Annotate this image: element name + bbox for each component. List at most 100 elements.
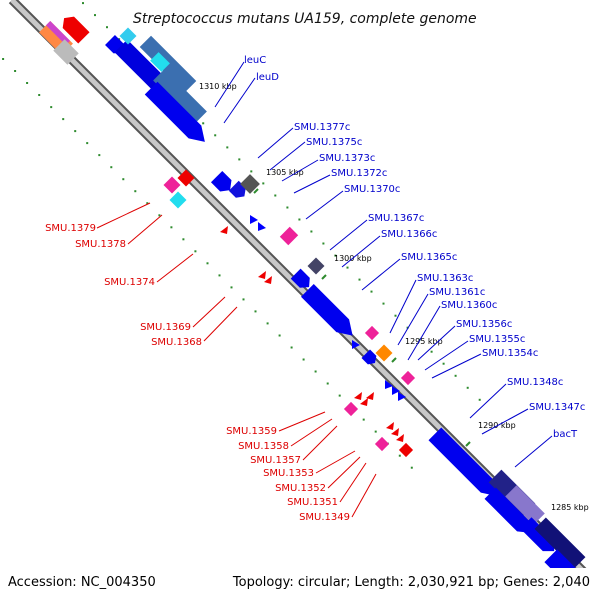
tick-dot — [110, 166, 113, 169]
gene-label-smu-1365c[interactable]: SMU.1365c — [401, 252, 457, 263]
gene-arrow[interactable] — [361, 349, 380, 368]
gene-arrow[interactable] — [520, 517, 560, 557]
gene-arrow[interactable] — [45, 20, 71, 46]
gene-arrow[interactable] — [290, 268, 314, 292]
gene-label-smu-1354c[interactable]: SMU.1354c — [482, 348, 538, 359]
scale-label-1310: 1310 kbp — [199, 82, 237, 91]
gene-label-bacT[interactable]: bacT — [553, 429, 578, 440]
tick-dot — [262, 182, 265, 185]
gene-arrow[interactable] — [258, 271, 266, 279]
gene-label-smu-1368[interactable]: SMU.1368 — [151, 337, 202, 348]
gene-arrow[interactable] — [250, 215, 258, 224]
gene-arrow[interactable] — [391, 428, 399, 436]
reverse-labels: SMU.1379 SMU.1378 SMU.1374 SMU.1369 SMU.… — [45, 223, 350, 523]
forward-labels: leuC leuD SMU.1377c SMU.1375c SMU.1373c … — [244, 55, 585, 440]
tick-dot — [238, 158, 241, 161]
gene-label-smu-1355c[interactable]: SMU.1355c — [469, 334, 525, 345]
tick-dot — [106, 26, 108, 29]
gene-label-smu-1369[interactable]: SMU.1369 — [140, 322, 191, 333]
gene-arrow[interactable] — [343, 401, 359, 417]
gene-label-leuC[interactable]: leuC — [244, 55, 266, 66]
gene-arrow[interactable] — [396, 434, 404, 442]
gene-label-smu-1363c[interactable]: SMU.1363c — [417, 273, 473, 284]
gene-arrow[interactable] — [386, 422, 394, 430]
gene-arrow[interactable] — [307, 257, 325, 275]
gene-arrow[interactable] — [354, 392, 362, 400]
gene-label-smu-1349[interactable]: SMU.1349 — [299, 512, 350, 523]
gene-arrow[interactable] — [119, 27, 137, 45]
gene-arrow[interactable] — [364, 325, 380, 341]
tick-dot — [250, 170, 253, 173]
gene-arrow[interactable] — [392, 386, 400, 395]
gene-arrow[interactable] — [428, 427, 504, 503]
gene-label-smu-1372c[interactable]: SMU.1372c — [331, 168, 387, 179]
tick-dot — [158, 214, 161, 217]
tick-dot — [430, 350, 433, 353]
gene-label-smu-1353[interactable]: SMU.1353 — [263, 468, 314, 479]
tick-dot — [454, 374, 457, 377]
gene-label-smu-1377c[interactable]: SMU.1377c — [294, 122, 350, 133]
gene-label-smu-1359[interactable]: SMU.1359 — [226, 426, 277, 437]
gene-arrow[interactable] — [210, 170, 236, 196]
gene-label-smu-1347c[interactable]: SMU.1347c — [529, 402, 585, 413]
gene-arrow[interactable] — [360, 398, 368, 406]
gene-label-smu-1361c[interactable]: SMU.1361c — [429, 287, 485, 298]
gene-arrow[interactable] — [301, 284, 359, 342]
gene-label-smu-1367c[interactable]: SMU.1367c — [368, 213, 424, 224]
tick-dot — [74, 130, 77, 133]
gene-label-smu-1379[interactable]: SMU.1379 — [45, 223, 96, 234]
gene-label-smu-1366c[interactable]: SMU.1366c — [381, 229, 437, 240]
gene-arrow[interactable] — [258, 222, 266, 231]
gene-arrow[interactable] — [366, 392, 374, 400]
tick-dot — [310, 230, 313, 233]
forward-genes — [105, 27, 600, 600]
gene-label-smu-1357[interactable]: SMU.1357 — [250, 455, 301, 466]
gene-label-smu-1370c[interactable]: SMU.1370c — [344, 184, 400, 195]
accession-text: Accession: NC_004350 — [8, 575, 156, 590]
gene-label-smu-1358[interactable]: SMU.1358 — [238, 441, 289, 452]
gene-arrow[interactable] — [400, 370, 416, 386]
gene-arrow[interactable] — [374, 436, 390, 452]
tick-dot — [82, 2, 84, 5]
tick-dot — [214, 134, 217, 137]
tick-dot — [286, 206, 289, 209]
tick-dot — [326, 382, 329, 385]
tick-dot — [146, 202, 149, 205]
gene-label-smu-1378[interactable]: SMU.1378 — [75, 239, 126, 250]
tick-dot — [442, 362, 445, 365]
gene-label-smu-1373c[interactable]: SMU.1373c — [319, 153, 375, 164]
gene-arrow[interactable] — [505, 485, 545, 525]
gene-arrow[interactable] — [58, 12, 90, 44]
gene-label-smu-1348c[interactable]: SMU.1348c — [507, 377, 563, 388]
tick-dot — [362, 418, 365, 421]
gene-label-smu-1375c[interactable]: SMU.1375c — [306, 137, 362, 148]
gene-label-smu-1352[interactable]: SMU.1352 — [275, 483, 326, 494]
gene-arrow[interactable] — [352, 340, 360, 349]
gene-arrow[interactable] — [169, 191, 187, 209]
gene-arrow[interactable] — [375, 344, 393, 362]
gene-arrow[interactable] — [163, 176, 181, 194]
tick-dot — [410, 466, 413, 469]
gene-label-smu-1351[interactable]: SMU.1351 — [287, 497, 338, 508]
tick-dot — [62, 118, 65, 121]
gene-arrow[interactable] — [153, 69, 207, 123]
gene-arrow[interactable] — [150, 52, 170, 72]
tick-dot — [314, 370, 317, 373]
gene-arrow[interactable] — [385, 380, 393, 389]
gene-arrow[interactable] — [398, 442, 414, 458]
gene-arrow[interactable] — [484, 487, 536, 539]
gene-arrow[interactable] — [53, 39, 79, 65]
gene-label-leuD[interactable]: leuD — [256, 72, 279, 83]
gene-label-smu-1360c[interactable]: SMU.1360c — [441, 300, 497, 311]
gene-arrow[interactable] — [398, 392, 406, 401]
gene-arrow[interactable] — [279, 226, 299, 246]
gene-arrow[interactable] — [534, 517, 586, 569]
gene-arrow[interactable] — [144, 81, 211, 148]
gene-arrow[interactable] — [220, 226, 228, 234]
tick-dot — [94, 14, 96, 17]
gene-label-smu-1356c[interactable]: SMU.1356c — [456, 319, 512, 330]
gene-label-smu-1374[interactable]: SMU.1374 — [104, 277, 155, 288]
major-tick — [253, 188, 259, 194]
gene-arrow[interactable] — [264, 276, 272, 284]
major-tick — [465, 441, 471, 447]
